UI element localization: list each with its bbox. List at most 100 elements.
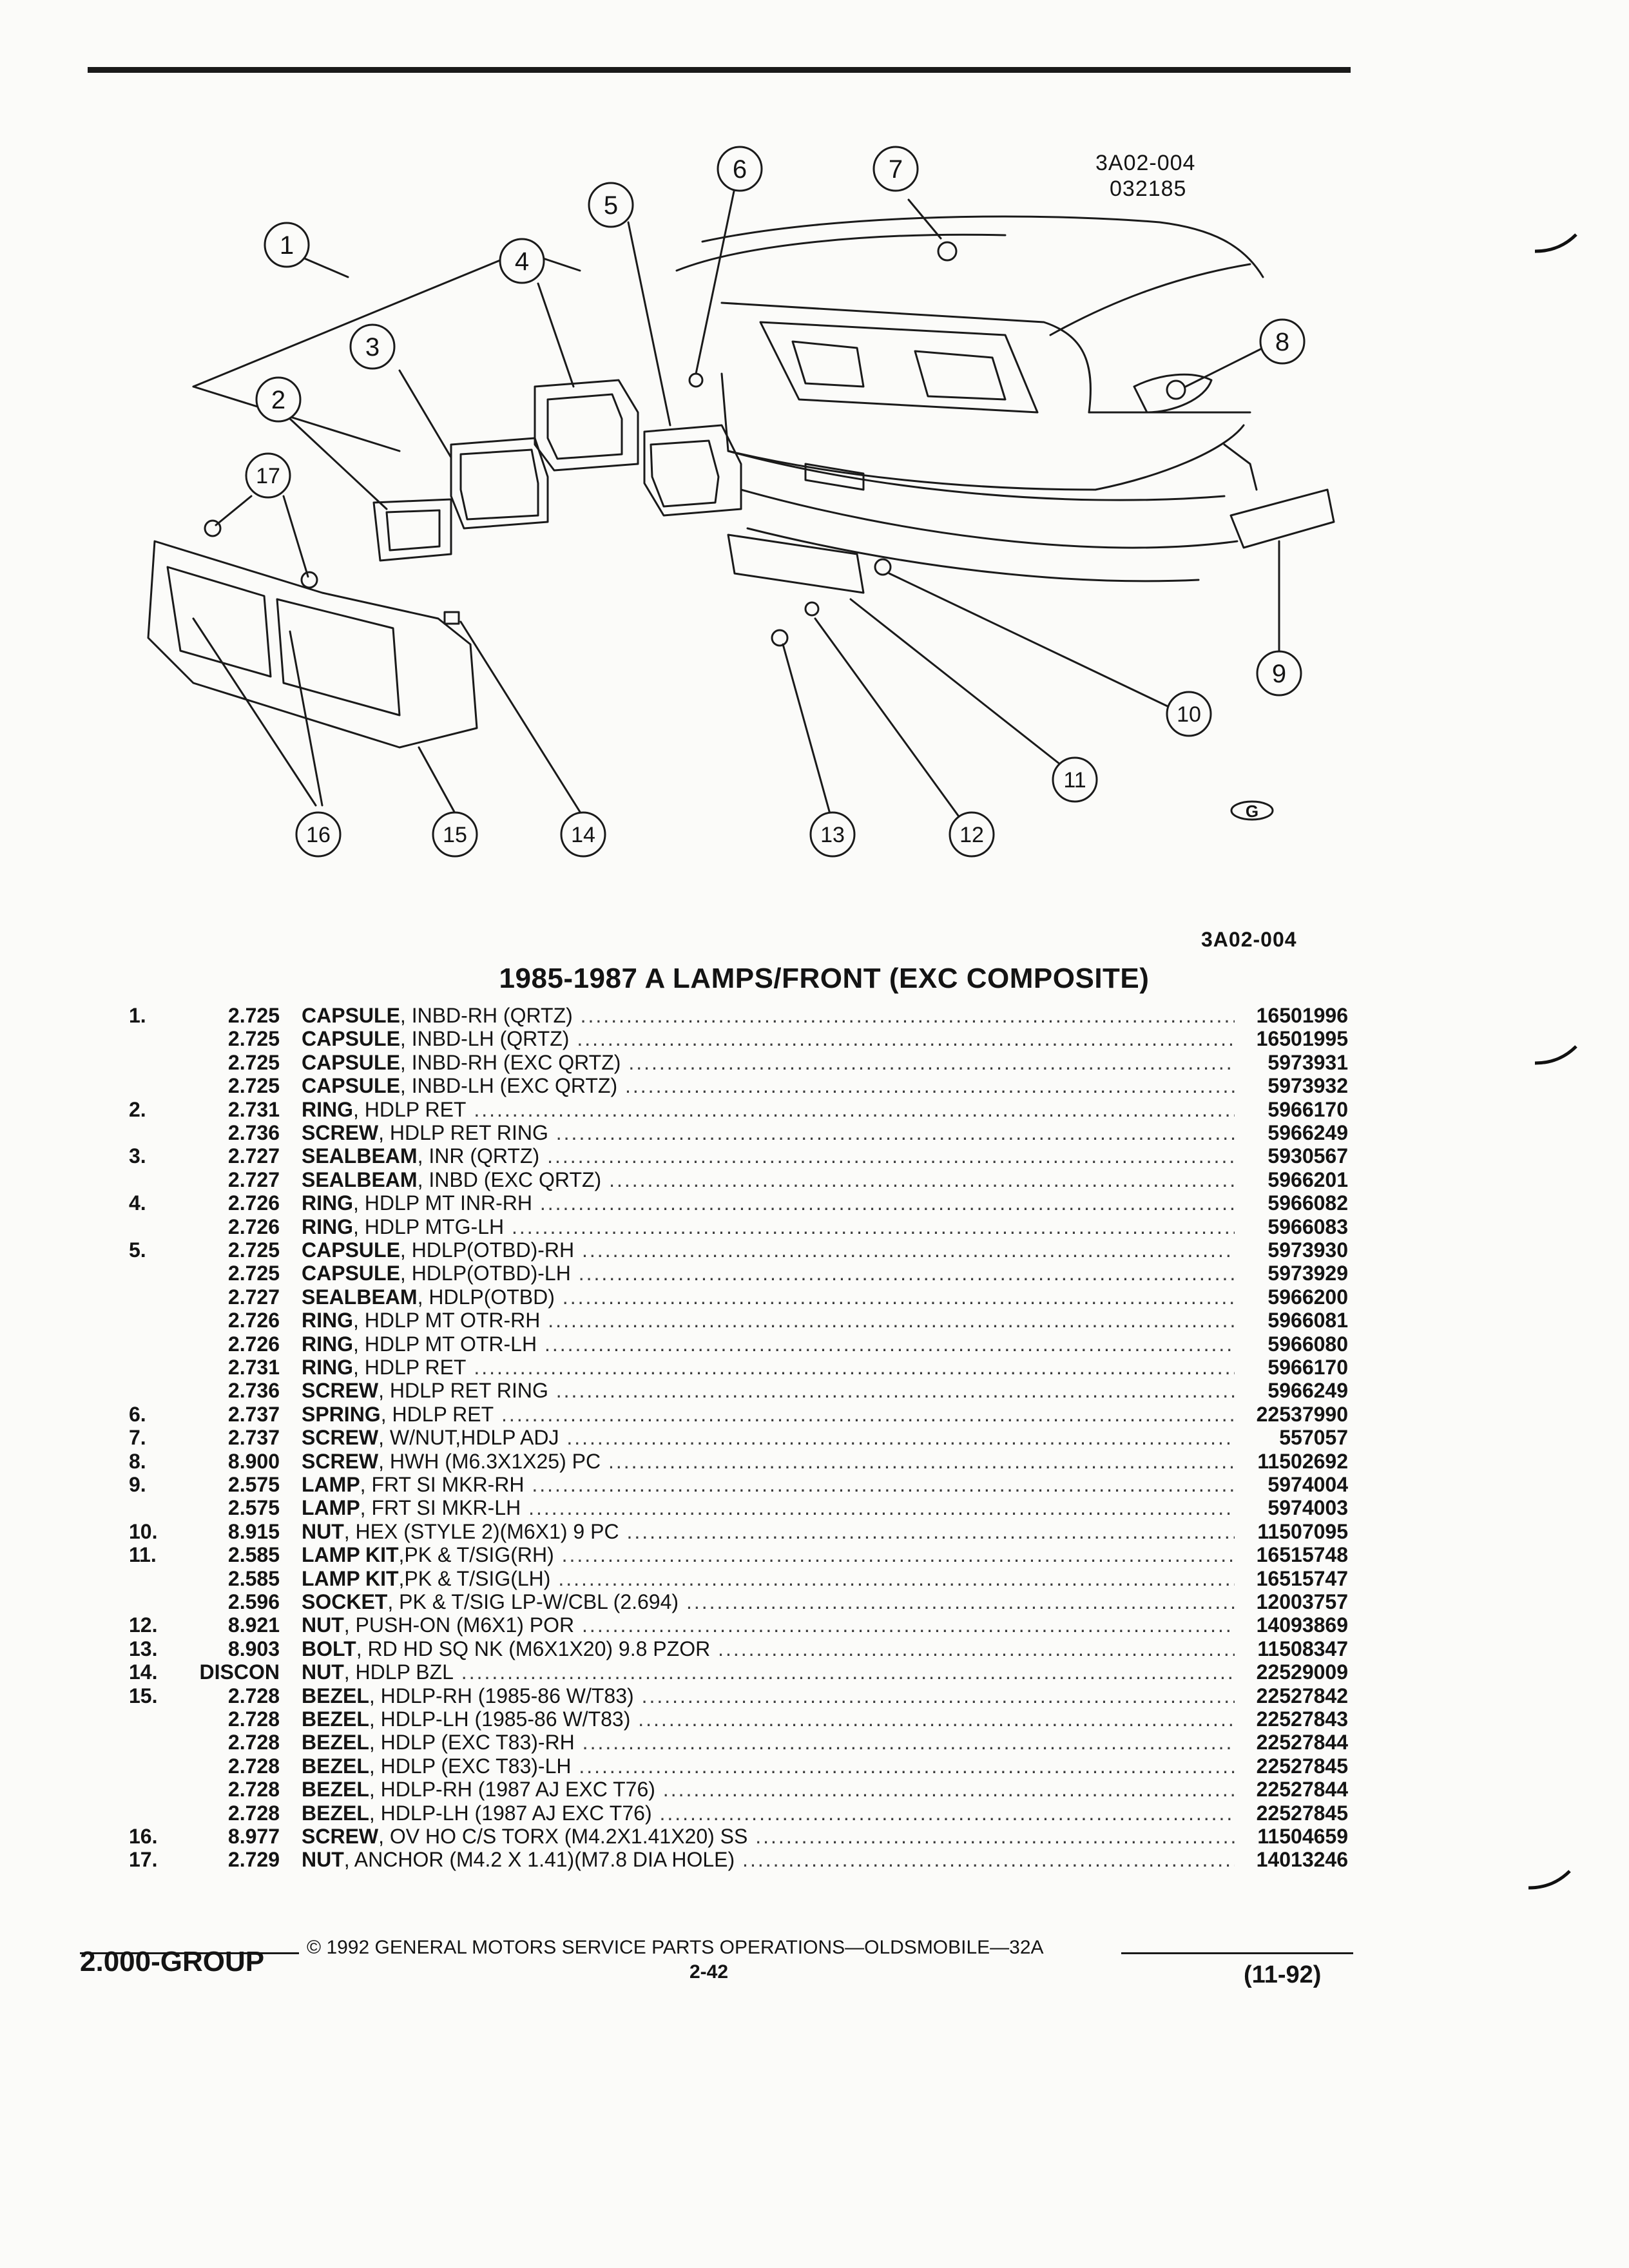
gm-logo-mark <box>1230 800 1274 821</box>
part-name: SEALBEAM <box>302 1144 418 1168</box>
group-number: 2.728 <box>227 1801 280 1825</box>
part-number: 5973929 <box>1268 1262 1348 1285</box>
part-detail: , INBD-RH (QRTZ) <box>400 1004 573 1027</box>
leader-dots: ........................................… <box>547 1144 1235 1168</box>
callout-4: 4 <box>515 247 529 276</box>
part-description: CAPSULE, INBD-RH (QRTZ) ................… <box>302 1004 1235 1027</box>
part-number: 16501995 <box>1256 1027 1348 1051</box>
part-detail: , HDLP(OTBD)-LH <box>400 1262 571 1285</box>
group-number: 2.726 <box>227 1309 280 1332</box>
footer-rule-left <box>80 1952 299 1954</box>
group-number: 8.921 <box>227 1613 280 1637</box>
leader-dots: ........................................… <box>562 1285 1235 1309</box>
leader-dots: ........................................… <box>528 1496 1235 1520</box>
leader-dots: ........................................… <box>544 1332 1235 1356</box>
callout-1: 1 <box>280 231 294 260</box>
outer-capsule-part <box>643 424 742 517</box>
group-number: 2.728 <box>227 1778 280 1802</box>
part-detail: , W/NUT,HDLP ADJ <box>378 1426 559 1450</box>
ref-number: 15. <box>129 1684 158 1707</box>
part-detail: , HDLP(OTBD) <box>417 1285 555 1309</box>
leader-dots: ........................................… <box>659 1801 1235 1825</box>
leader-dots: ........................................… <box>582 1731 1235 1754</box>
part-number: 22527842 <box>1256 1684 1348 1707</box>
group-number: 2.727 <box>227 1144 280 1168</box>
group-number: 2.585 <box>227 1543 280 1567</box>
part-number: 5973932 <box>1268 1074 1348 1098</box>
part-name: BEZEL <box>302 1778 369 1802</box>
part-number: 5966200 <box>1268 1285 1348 1309</box>
part-number: 5966249 <box>1268 1379 1348 1403</box>
part-detail: , OV HO C/S TORX (M4.2X1.41X20) SS <box>378 1825 748 1848</box>
part-name: NUT <box>302 1613 344 1637</box>
footer-date: (11-92) <box>1244 1961 1322 1988</box>
part-name: SCREW <box>302 1121 379 1144</box>
ref-number: 1. <box>129 1004 146 1027</box>
part-description: SCREW, W/NUT,HDLP ADJ ..................… <box>302 1426 1235 1449</box>
part-number: 14013246 <box>1256 1848 1348 1872</box>
part-name: LAMP KIT <box>302 1566 399 1590</box>
leader-dots: ........................................… <box>609 1168 1235 1191</box>
ref-number: 10. <box>129 1519 158 1543</box>
part-detail: , HDLP MTG-LH <box>353 1215 505 1238</box>
leader-dots: ........................................… <box>561 1543 1235 1567</box>
group-number: 8.900 <box>227 1449 280 1473</box>
group-number: DISCON <box>199 1660 280 1684</box>
part-description: SCREW, HWH (M6.3X1X25) PC ..............… <box>302 1450 1235 1473</box>
part-description: SCREW, HDLP RET RING ...................… <box>302 1121 1235 1144</box>
part-description: LAMP KIT,PK & T/SIG(LH) ................… <box>302 1567 1235 1590</box>
leader-dots: ........................................… <box>501 1402 1235 1426</box>
leader-dots: ........................................… <box>577 1027 1235 1051</box>
leader-dots: ........................................… <box>742 1848 1235 1872</box>
part-number: 5966170 <box>1268 1356 1348 1379</box>
headlamp-bezel-part <box>147 540 478 749</box>
spring-6 <box>688 372 704 388</box>
part-name: RING <box>302 1309 353 1332</box>
callout-9: 9 <box>1272 660 1286 688</box>
leader-dots: ........................................… <box>466 1097 1235 1121</box>
leader-dots: ........................................… <box>626 1519 1235 1543</box>
group-number: 2.725 <box>227 1027 280 1051</box>
group-number: 2.575 <box>227 1473 280 1496</box>
group-number: 2.728 <box>227 1731 280 1754</box>
part-detail: , HDLP BZL <box>343 1660 454 1684</box>
ref-number: 14. <box>129 1660 158 1684</box>
side-marker-lamp-part <box>1229 488 1335 549</box>
part-name: SCREW <box>302 1825 379 1848</box>
part-description: SCREW, OV HO C/S TORX (M4.2X1.41X20) SS … <box>302 1825 1235 1848</box>
part-detail: , HDLP RET <box>353 1097 467 1121</box>
part-number: 5966249 <box>1268 1121 1348 1144</box>
bezel-nut-14 <box>443 611 460 625</box>
part-description: LAMP, FRT SI MKR-RH ....................… <box>302 1473 1235 1496</box>
vehicle-front-outline <box>675 215 1264 582</box>
part-number: 5966201 <box>1268 1168 1348 1191</box>
part-description: CAPSULE, INBD-LH (EXC QRTZ) ............… <box>302 1074 1235 1097</box>
part-number: 22529009 <box>1256 1660 1348 1684</box>
inner-capsule-part <box>534 379 639 472</box>
part-name: RING <box>302 1191 353 1215</box>
group-number: 8.915 <box>227 1519 280 1543</box>
footer-copyright: © 1992 GENERAL MOTORS SERVICE PARTS OPER… <box>307 1937 1044 1958</box>
part-number: 5973931 <box>1268 1050 1348 1074</box>
